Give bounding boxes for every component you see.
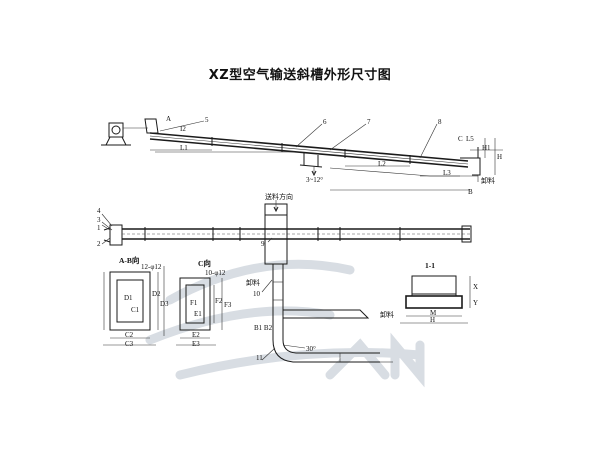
c-F1: F1: [190, 299, 198, 307]
label-discharge-right: 卸料: [380, 310, 394, 319]
ab-outer: [109, 271, 151, 331]
label-H1: H1: [482, 144, 491, 152]
c-outer: [179, 277, 211, 331]
fan-circle: [111, 125, 121, 135]
c-E2: E2: [192, 331, 200, 339]
label-1: 1: [97, 224, 101, 232]
chute-canvas-line: [149, 135, 469, 165]
fan-box: [108, 122, 124, 138]
section-X: X: [473, 283, 478, 291]
c-inner: [185, 284, 205, 324]
label-L1: L1: [180, 144, 188, 152]
inlet-block: [109, 224, 123, 246]
section-H: H: [430, 316, 435, 324]
label-discharge: 卸料: [481, 176, 495, 185]
label-6: 6: [323, 118, 327, 126]
leader-4: [101, 213, 113, 227]
leader-5: [159, 120, 205, 132]
bend-outer: [272, 318, 380, 363]
air-inlet-branch: [303, 153, 319, 167]
label-C: C: [458, 135, 463, 143]
leader-2: [101, 237, 111, 245]
c-F3: F3: [224, 301, 232, 309]
slope-arrowhead: [311, 170, 317, 177]
label-direction: 送料方向: [265, 192, 293, 201]
section-canvas: [405, 295, 463, 309]
side-view: A I2 5 L1 6 7 8 L2 L3 3~12° C L5 H1 H 卸料…: [101, 115, 503, 196]
label-5: 5: [205, 116, 209, 124]
label-10: 10: [253, 290, 261, 298]
label-11: 11: [256, 354, 263, 362]
direction-arrowhead: [273, 206, 279, 213]
inlet-flange: [144, 118, 159, 134]
label-2: 2: [97, 240, 101, 248]
label-L3: L3: [443, 169, 451, 177]
label-B1B2: B1 B2: [254, 324, 273, 332]
leader-1: [101, 224, 111, 231]
leader-8: [419, 123, 438, 159]
label-7: 7: [367, 118, 371, 126]
label-slope: 3~12°: [306, 176, 323, 184]
c-E3: E3: [192, 340, 200, 348]
section-caption: 1-1: [425, 261, 435, 270]
top-view: 4 3 1 2 送料方向 9 10 卸料 B1 B2 卸料 30° 11: [97, 192, 472, 363]
label-B: B: [468, 188, 473, 196]
section-M: M: [430, 309, 437, 317]
c-holes: 10-φ12: [205, 269, 226, 277]
chute-bottom-edge: [149, 138, 469, 168]
air-inlet-base: [299, 164, 323, 168]
label-3: 3: [97, 216, 101, 224]
section-upper: [411, 275, 457, 295]
leader-11: [261, 347, 276, 361]
ab-C3: C3: [125, 340, 134, 348]
label-4: 4: [97, 207, 101, 215]
branch-discharge: [283, 309, 370, 319]
ab-C2: C2: [125, 331, 134, 339]
watermark-logo: [145, 259, 425, 388]
chute-top-edge: [149, 132, 469, 162]
ab-D2: D2: [152, 290, 161, 298]
c-E1: E1: [194, 310, 202, 318]
inlet-taper: [103, 227, 111, 243]
ab-inner: [116, 279, 144, 323]
section-plate: [411, 293, 457, 297]
bend-inner: [282, 318, 380, 354]
section-Y: Y: [473, 299, 478, 307]
c-view: C向 10-φ12 F1 F2 F3 E1 E2 E3: [176, 258, 232, 348]
angle-line: [282, 344, 306, 349]
label-L2: L2: [378, 160, 386, 168]
section-view: 1-1 M H X Y: [400, 261, 478, 324]
ab-caption: A-B向: [119, 255, 139, 265]
plan-outlet: [461, 225, 472, 243]
c-caption: C向: [198, 258, 211, 268]
label-I2: I2: [180, 125, 186, 133]
leader-9: [267, 237, 273, 243]
support-line-2: [329, 167, 431, 177]
label-L5: L5: [466, 135, 474, 143]
label-8: 8: [438, 118, 442, 126]
c-F2: F2: [215, 297, 223, 305]
fan-support: [105, 136, 127, 146]
leader-10: [261, 279, 273, 293]
drawing-title: XZ型空气输送斜槽外形尺寸图: [208, 68, 392, 83]
label-H: H: [497, 153, 502, 161]
leader-6: [295, 123, 323, 148]
label-discharge-left: 卸料: [246, 278, 260, 287]
outlet-end: [460, 157, 481, 176]
label-9: 9: [261, 240, 265, 248]
ab-D3: D3: [160, 300, 169, 308]
ab-holes: 12-φ12: [141, 263, 162, 271]
ab-C1: C1: [131, 306, 140, 314]
leader-7: [329, 123, 367, 151]
label-angle: 30°: [306, 345, 316, 353]
ab-view: A-B向 12-φ12 D1 D2 D3 C1 C2 C3: [103, 255, 169, 348]
leader-3: [101, 221, 113, 231]
label-A: A: [166, 115, 171, 123]
ab-D1: D1: [124, 294, 133, 302]
